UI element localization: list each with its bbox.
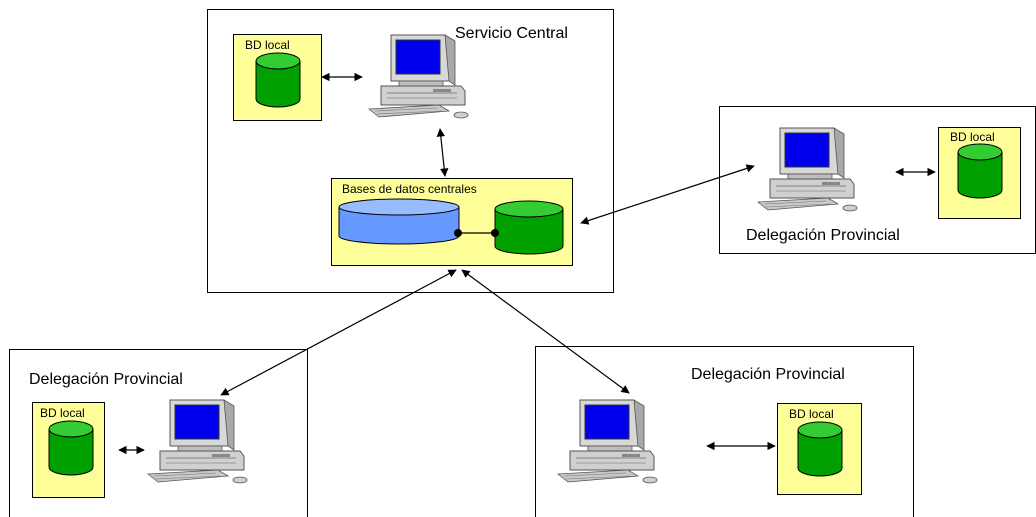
central-to-right-delegation-arrow	[580, 164, 755, 225]
delegation-left-local-db-label: BD local	[40, 406, 85, 420]
delegation-right-title: Delegación Provincial	[746, 227, 900, 244]
central-databases-label: Bases de datos centrales	[342, 182, 477, 196]
delegation-left-title: Delegación Provincial	[29, 371, 183, 388]
db-link-node-right	[491, 229, 499, 237]
delegation-bottom-right-local-db-label: BD local	[789, 407, 834, 421]
central-local-db-label: BD local	[245, 38, 290, 52]
central-to-left-delegation-arrow	[220, 269, 457, 396]
central-service-title: Servicio Central	[455, 25, 568, 42]
db-link-node-left	[454, 229, 462, 237]
delegation-right-computer-icon	[757, 127, 858, 212]
delegation-right-db-cylinder-icon	[957, 143, 1003, 199]
delegation-bottom-right-computer-icon	[557, 399, 658, 484]
central-computer-icon	[368, 34, 469, 119]
delegation-right-local-db-label: BD local	[950, 130, 995, 144]
delegation-left-db-cylinder-icon	[48, 420, 94, 476]
central-green-db-icon	[494, 200, 564, 255]
central-computer-db-arrow	[436, 128, 449, 177]
delegation-bottom-right-title: Delegación Provincial	[691, 366, 845, 383]
central-local-db-cylinder-icon	[255, 52, 301, 108]
central-blue-db-icon	[338, 198, 460, 245]
central-to-bottom-right-delegation-arrow	[461, 269, 630, 394]
delegation-bottom-right-db-cylinder-icon	[797, 421, 843, 477]
delegation-left-computer-icon	[147, 399, 248, 484]
